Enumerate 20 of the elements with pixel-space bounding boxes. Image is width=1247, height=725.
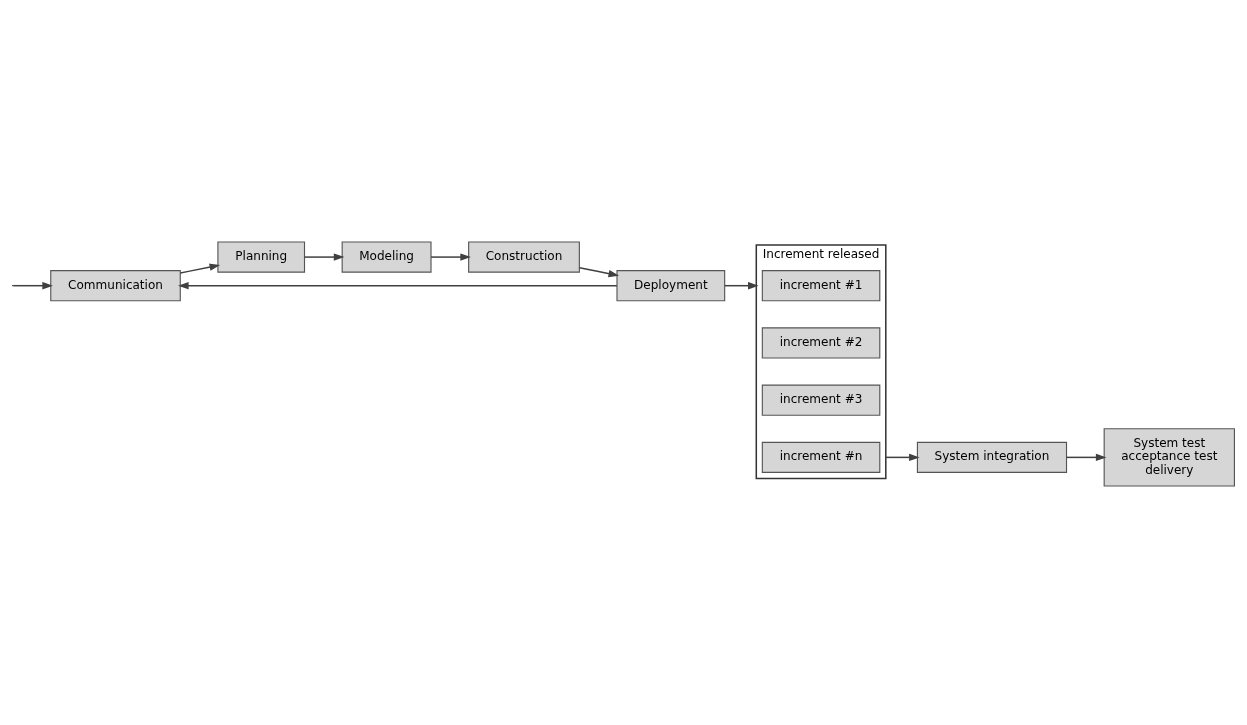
- node-box: increment #1: [761, 270, 881, 302]
- node-box: increment #2: [761, 327, 881, 359]
- node-box: Deployment: [616, 270, 726, 302]
- arrow: [885, 453, 920, 462]
- node-box: Communication: [50, 270, 181, 302]
- node-box: System integration: [916, 441, 1068, 473]
- node-box: Modeling: [341, 241, 432, 273]
- arrow: [724, 282, 759, 290]
- arrow: [578, 267, 620, 278]
- arrow: [178, 282, 618, 290]
- arrow: [1065, 453, 1107, 462]
- node-box: Construction: [468, 241, 580, 273]
- arrow: [12, 282, 53, 290]
- node-box: System test acceptance test delivery: [1103, 428, 1235, 487]
- node-box: increment #3: [761, 384, 881, 416]
- arrow: [303, 253, 345, 261]
- node-box: Planning: [217, 241, 306, 273]
- arrow: [179, 263, 221, 274]
- arrow: [430, 253, 471, 261]
- node-box: increment #n: [761, 441, 881, 473]
